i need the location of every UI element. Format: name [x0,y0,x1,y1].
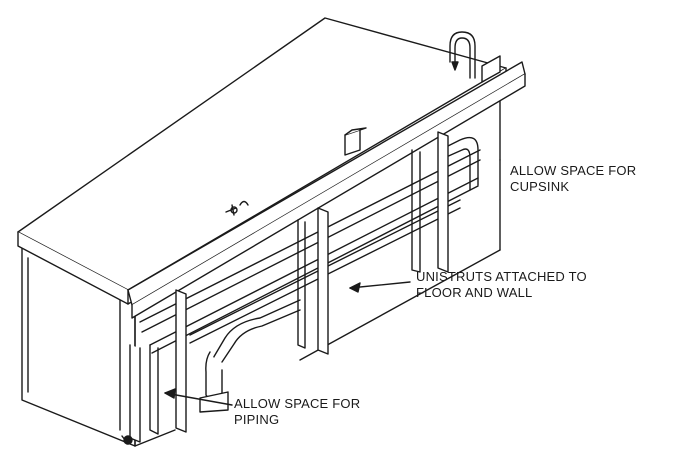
unistruts-arrow [349,281,411,293]
faucet [449,31,501,83]
counter-valve [225,200,249,216]
cupsink-callout: ALLOW SPACE FOR CUPSINK [510,163,636,195]
elbow-pipe [439,136,479,191]
cabinet-foot [121,435,133,445]
cupsink-callout-line1: ALLOW SPACE FOR [510,163,637,178]
unistrut-center [297,207,329,355]
cupsink-callout-line2: CUPSINK [510,179,570,194]
splash-rail [127,61,526,319]
unistrut-right [411,131,449,273]
unistruts-callout-line1: UNISTRUTS ATTACHED TO [416,269,587,284]
piping-callout: ALLOW SPACE FOR PIPING [234,396,360,428]
piping-arrow [164,388,233,406]
piping-callout-line2: PIPING [234,412,280,427]
unistruts-callout-line2: FLOOR AND WALL [416,285,533,300]
countertop-slab [17,17,507,305]
unistruts-callout: UNISTRUTS ATTACHED TO FLOOR AND WALL [416,269,587,301]
piping-callout-line1: ALLOW SPACE FOR [234,396,361,411]
counter-fixture-box [344,127,367,156]
